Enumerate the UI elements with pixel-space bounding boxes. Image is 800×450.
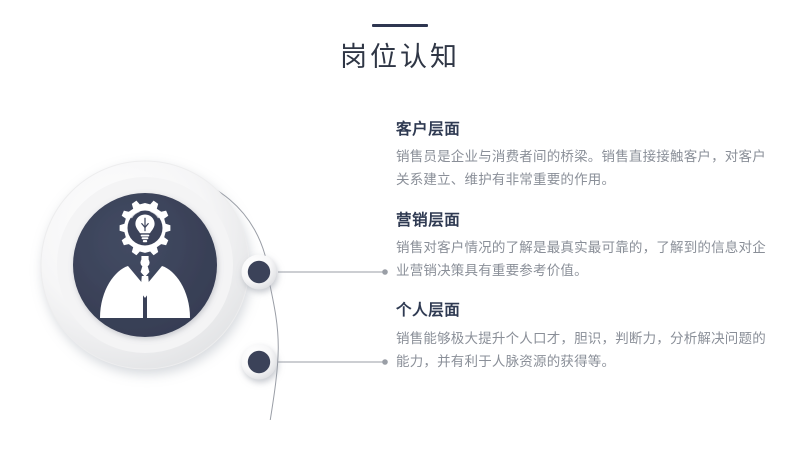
item-heading-personal: 个人层面 <box>396 302 461 320</box>
leader-dot-1 <box>382 269 388 275</box>
leader-dot-2 <box>382 359 388 365</box>
connector-node-1[interactable] <box>241 254 277 290</box>
item-heading-customer: 客户层面 <box>396 121 461 138</box>
item-body-personal: 销售能够极大提升个人口才，胆识，判断力，分析解决问题的能力，并有利于人脉资源的获… <box>396 330 766 369</box>
list-item: 客户层面 销售员是企业与消费者间的桥梁。销售直接接触客户，对客户关系建立、维护有… <box>396 118 768 192</box>
title-accent-rule <box>372 24 428 27</box>
list-item: 个人层面 销售能够极大提升个人口才，胆识，判断力，分析解决问题的能力，并有利于人… <box>396 299 768 373</box>
page-title: 岗位认知 <box>340 42 460 72</box>
businessman-gear-lightbulb-icon <box>100 200 190 318</box>
item-body-marketing: 销售对客户情况的了解是最真实最可靠的，了解到的信息对企业营销决策具有重要参考价值… <box>396 239 766 279</box>
item-body-customer: 销售员是企业与消费者间的桥梁。销售直接接触客户，对客户关系建立、维护有非常重要的… <box>396 149 766 188</box>
leader-lines <box>278 271 384 363</box>
infographic-graphic <box>0 100 400 420</box>
connector-node-2[interactable] <box>241 344 277 380</box>
item-heading-marketing: 营销层面 <box>396 211 461 229</box>
list-item: 营销层面 销售对客户情况的了解是最真实最可靠的，了解到的信息对企业营销决策具有重… <box>396 209 768 283</box>
page-title-block: 岗位认知 <box>0 24 800 73</box>
content-column: 客户层面 销售员是企业与消费者间的桥梁。销售直接接触客户，对客户关系建立、维护有… <box>396 118 768 373</box>
